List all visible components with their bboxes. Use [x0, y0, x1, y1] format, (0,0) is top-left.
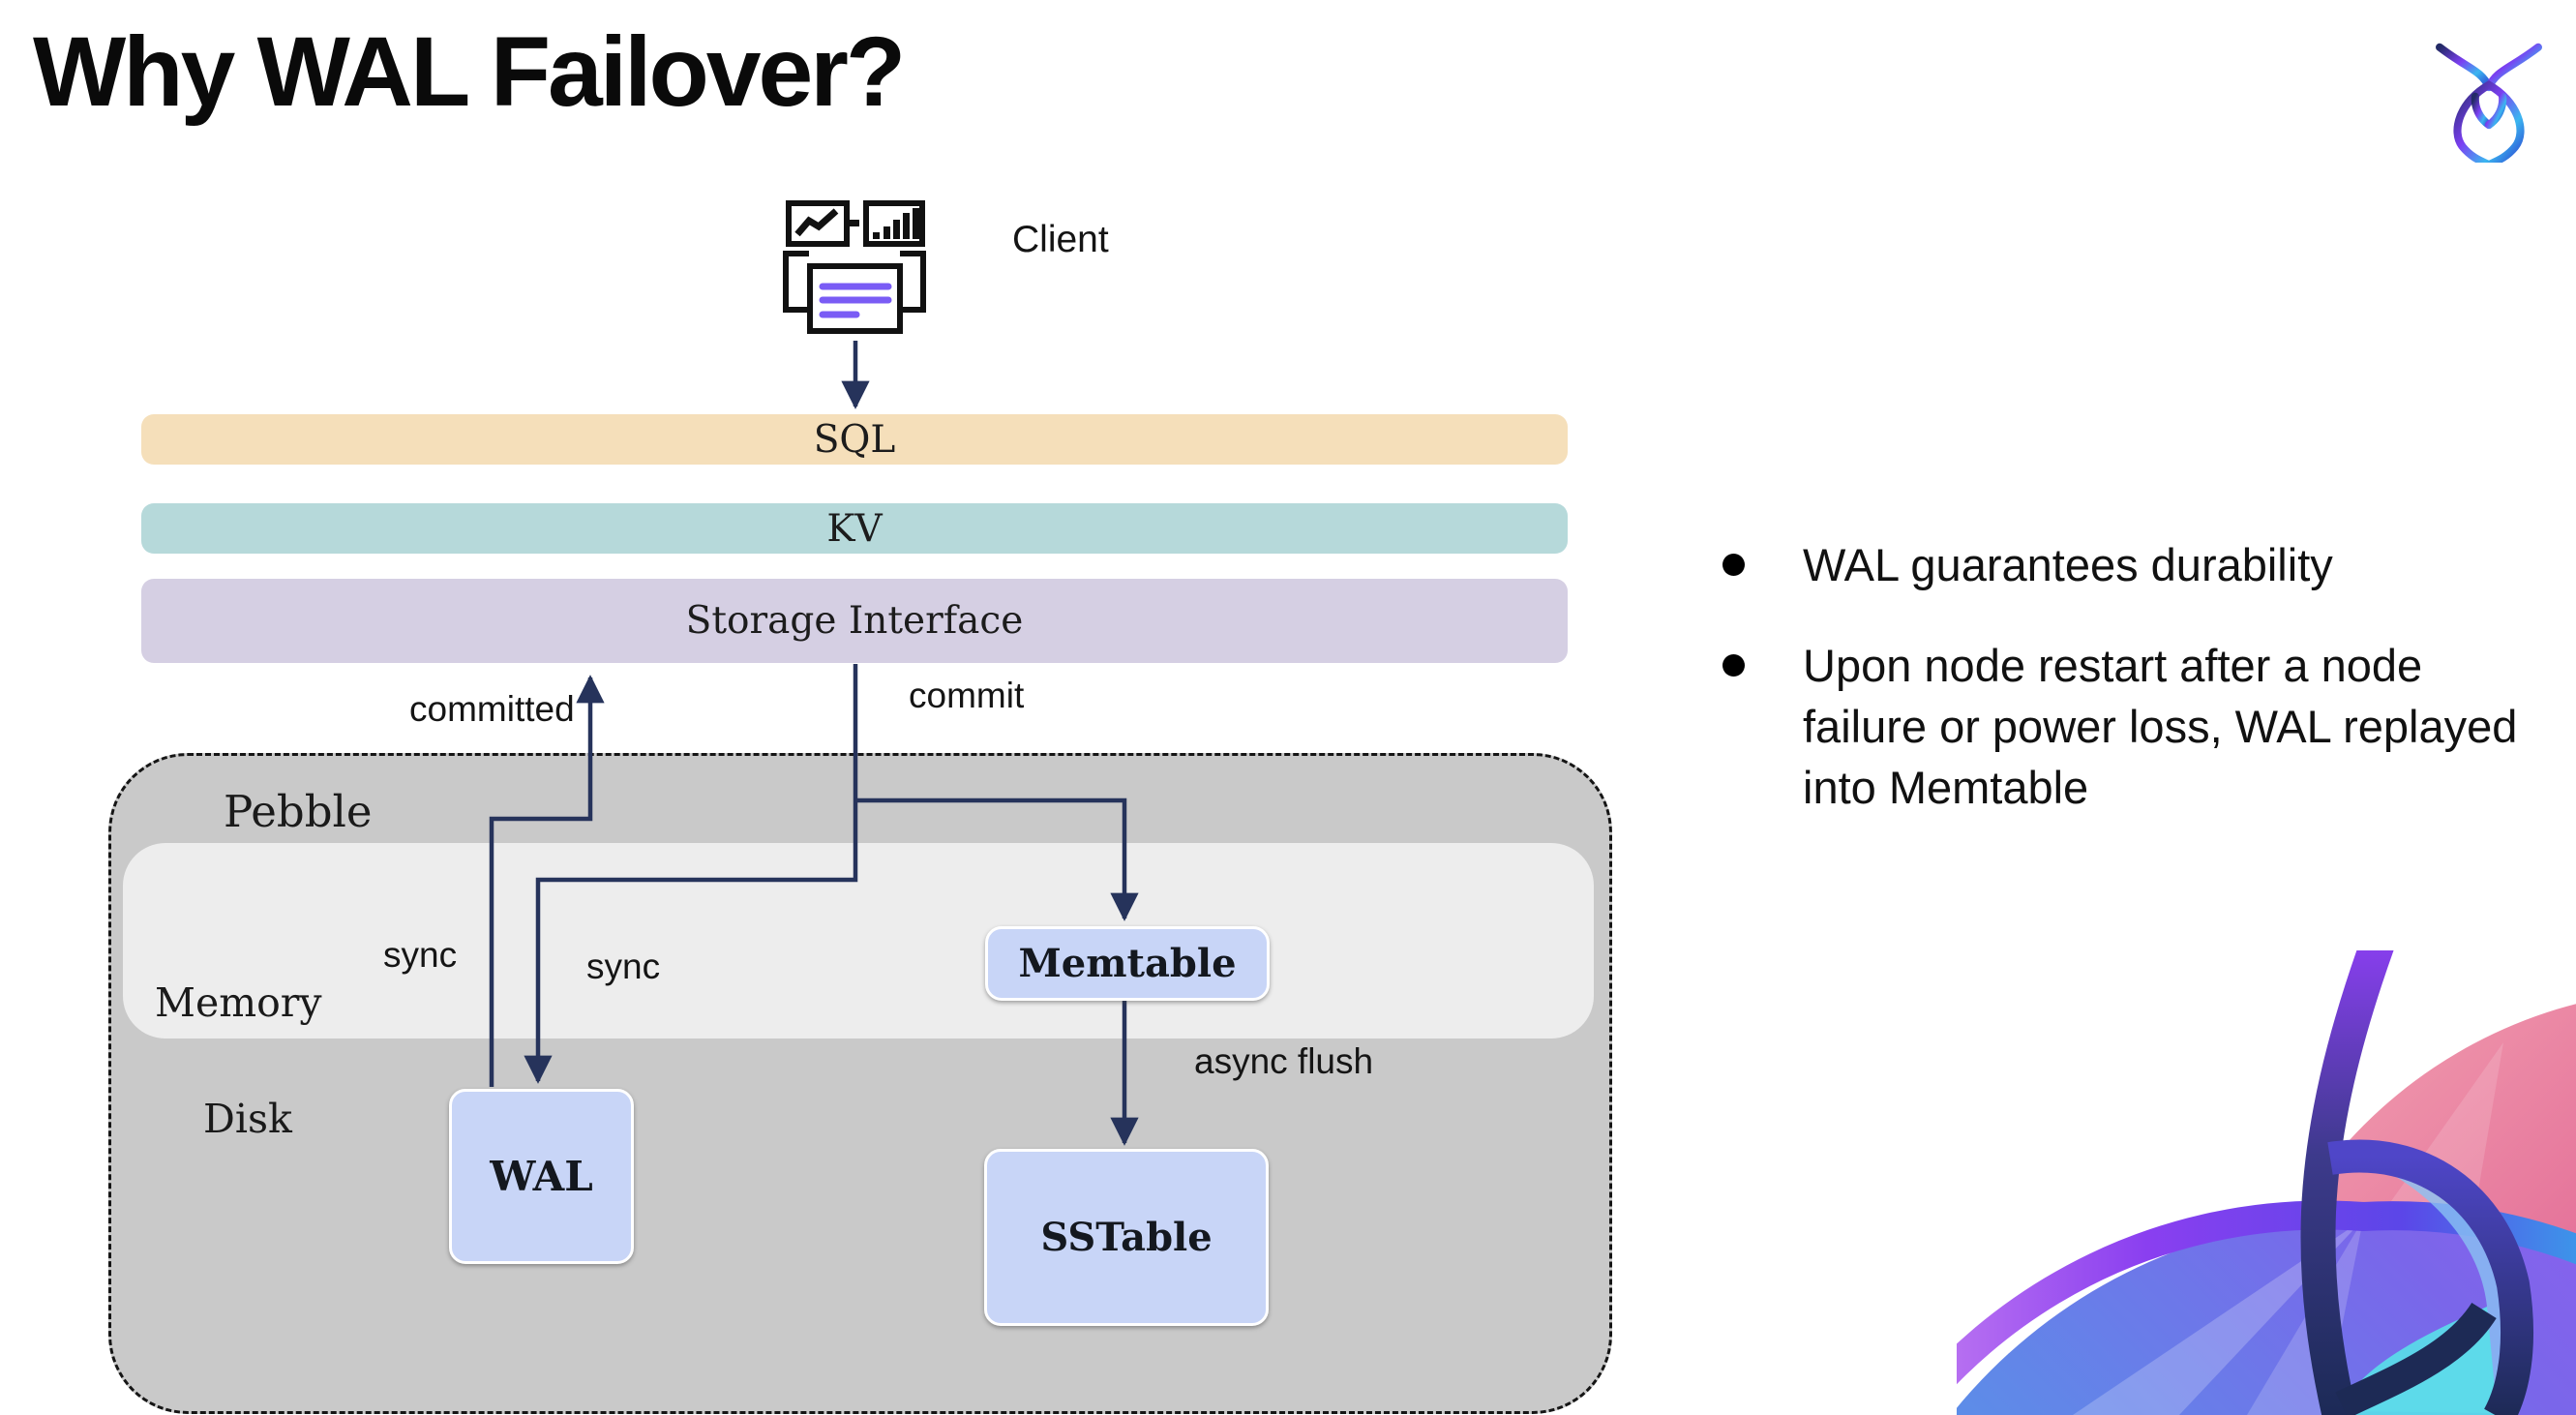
- pebble-container: [108, 753, 1612, 1414]
- bullet-text: Upon node restart after a node failure o…: [1803, 640, 2518, 813]
- wal-node: WAL: [449, 1089, 634, 1264]
- sync-label-right: sync: [586, 947, 661, 986]
- memory-band: [123, 843, 1594, 1039]
- cockroachdb-logo-icon: [2436, 43, 2542, 163]
- commit-label: commit: [909, 676, 1025, 715]
- layer-bar-storage-interface: Storage Interface: [141, 579, 1568, 663]
- async-flush-label: async flush: [1194, 1041, 1374, 1081]
- committed-label: committed: [409, 689, 575, 729]
- page-title: Why WAL Failover?: [33, 16, 906, 127]
- pebble-label: Pebble: [224, 786, 373, 837]
- bullet-dot-icon: [1722, 554, 1745, 576]
- layer-bar-sql: SQL: [141, 414, 1568, 465]
- list-item: WAL guarantees durability: [1722, 534, 2555, 595]
- bullet-text: WAL guarantees durability: [1803, 539, 2333, 590]
- memtable-node: Memtable: [985, 926, 1270, 1001]
- client-icon: [783, 200, 926, 334]
- sstable-node: SSTable: [984, 1149, 1269, 1326]
- bullet-list: WAL guarantees durability Upon node rest…: [1722, 534, 2555, 858]
- client-label: Client: [1012, 219, 1109, 260]
- sync-label-left: sync: [383, 935, 458, 975]
- disk-label: Disk: [203, 1096, 292, 1142]
- corner-brand-artwork: [1957, 950, 2576, 1415]
- layer-bar-kv: KV: [141, 503, 1568, 554]
- memory-label: Memory: [155, 979, 322, 1026]
- list-item: Upon node restart after a node failure o…: [1722, 635, 2555, 818]
- bullet-dot-icon: [1722, 654, 1745, 677]
